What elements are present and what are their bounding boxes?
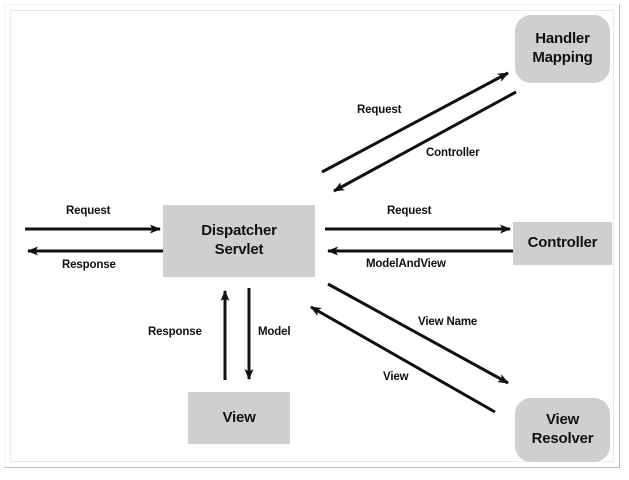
edge-label-view-to-dispatcher-response: Response [148,326,202,338]
node-dispatcher-servlet[interactable]: Dispatcher Servlet [163,205,315,277]
node-handler-mapping-label: Handler Mapping [532,30,593,66]
edge-label-handler-to-dispatcher-controller: Controller [426,147,480,159]
edge-label-dispatcher-to-handler-request: Request [357,104,402,116]
node-controller-label: Controller [527,234,598,252]
edge-label-resolver-to-dispatcher-view: View [383,371,409,383]
node-view-label: View [222,408,256,426]
edge-label-dispatcher-to-view-model: Model [258,326,291,338]
edge-label-dispatcher-to-resolver-viewname: View Name [418,316,478,328]
edge-label-dispatcher-to-controller-request: Request [387,205,432,217]
node-view[interactable]: View [188,392,290,444]
node-handler-mapping[interactable]: Handler Mapping [515,15,610,83]
edge-label-client-to-dispatcher-request: Request [66,205,111,217]
edge-label-dispatcher-to-client-response: Response [62,259,116,271]
node-view-resolver-label: View Resolver [531,411,594,447]
edge-label-controller-to-dispatcher-modelandview: ModelAndView [366,258,446,270]
node-view-resolver[interactable]: View Resolver [515,398,610,462]
node-dispatcher-servlet-label: Dispatcher Servlet [201,222,277,258]
arrow-dispatcher-to-resolver-viewname [327,282,509,385]
arrow-handler-to-dispatcher-controller [333,90,517,193]
arrow-dispatcher-to-handler-request [321,71,509,174]
arrow-resolver-to-dispatcher-view [310,305,496,414]
node-controller[interactable]: Controller [513,222,612,265]
